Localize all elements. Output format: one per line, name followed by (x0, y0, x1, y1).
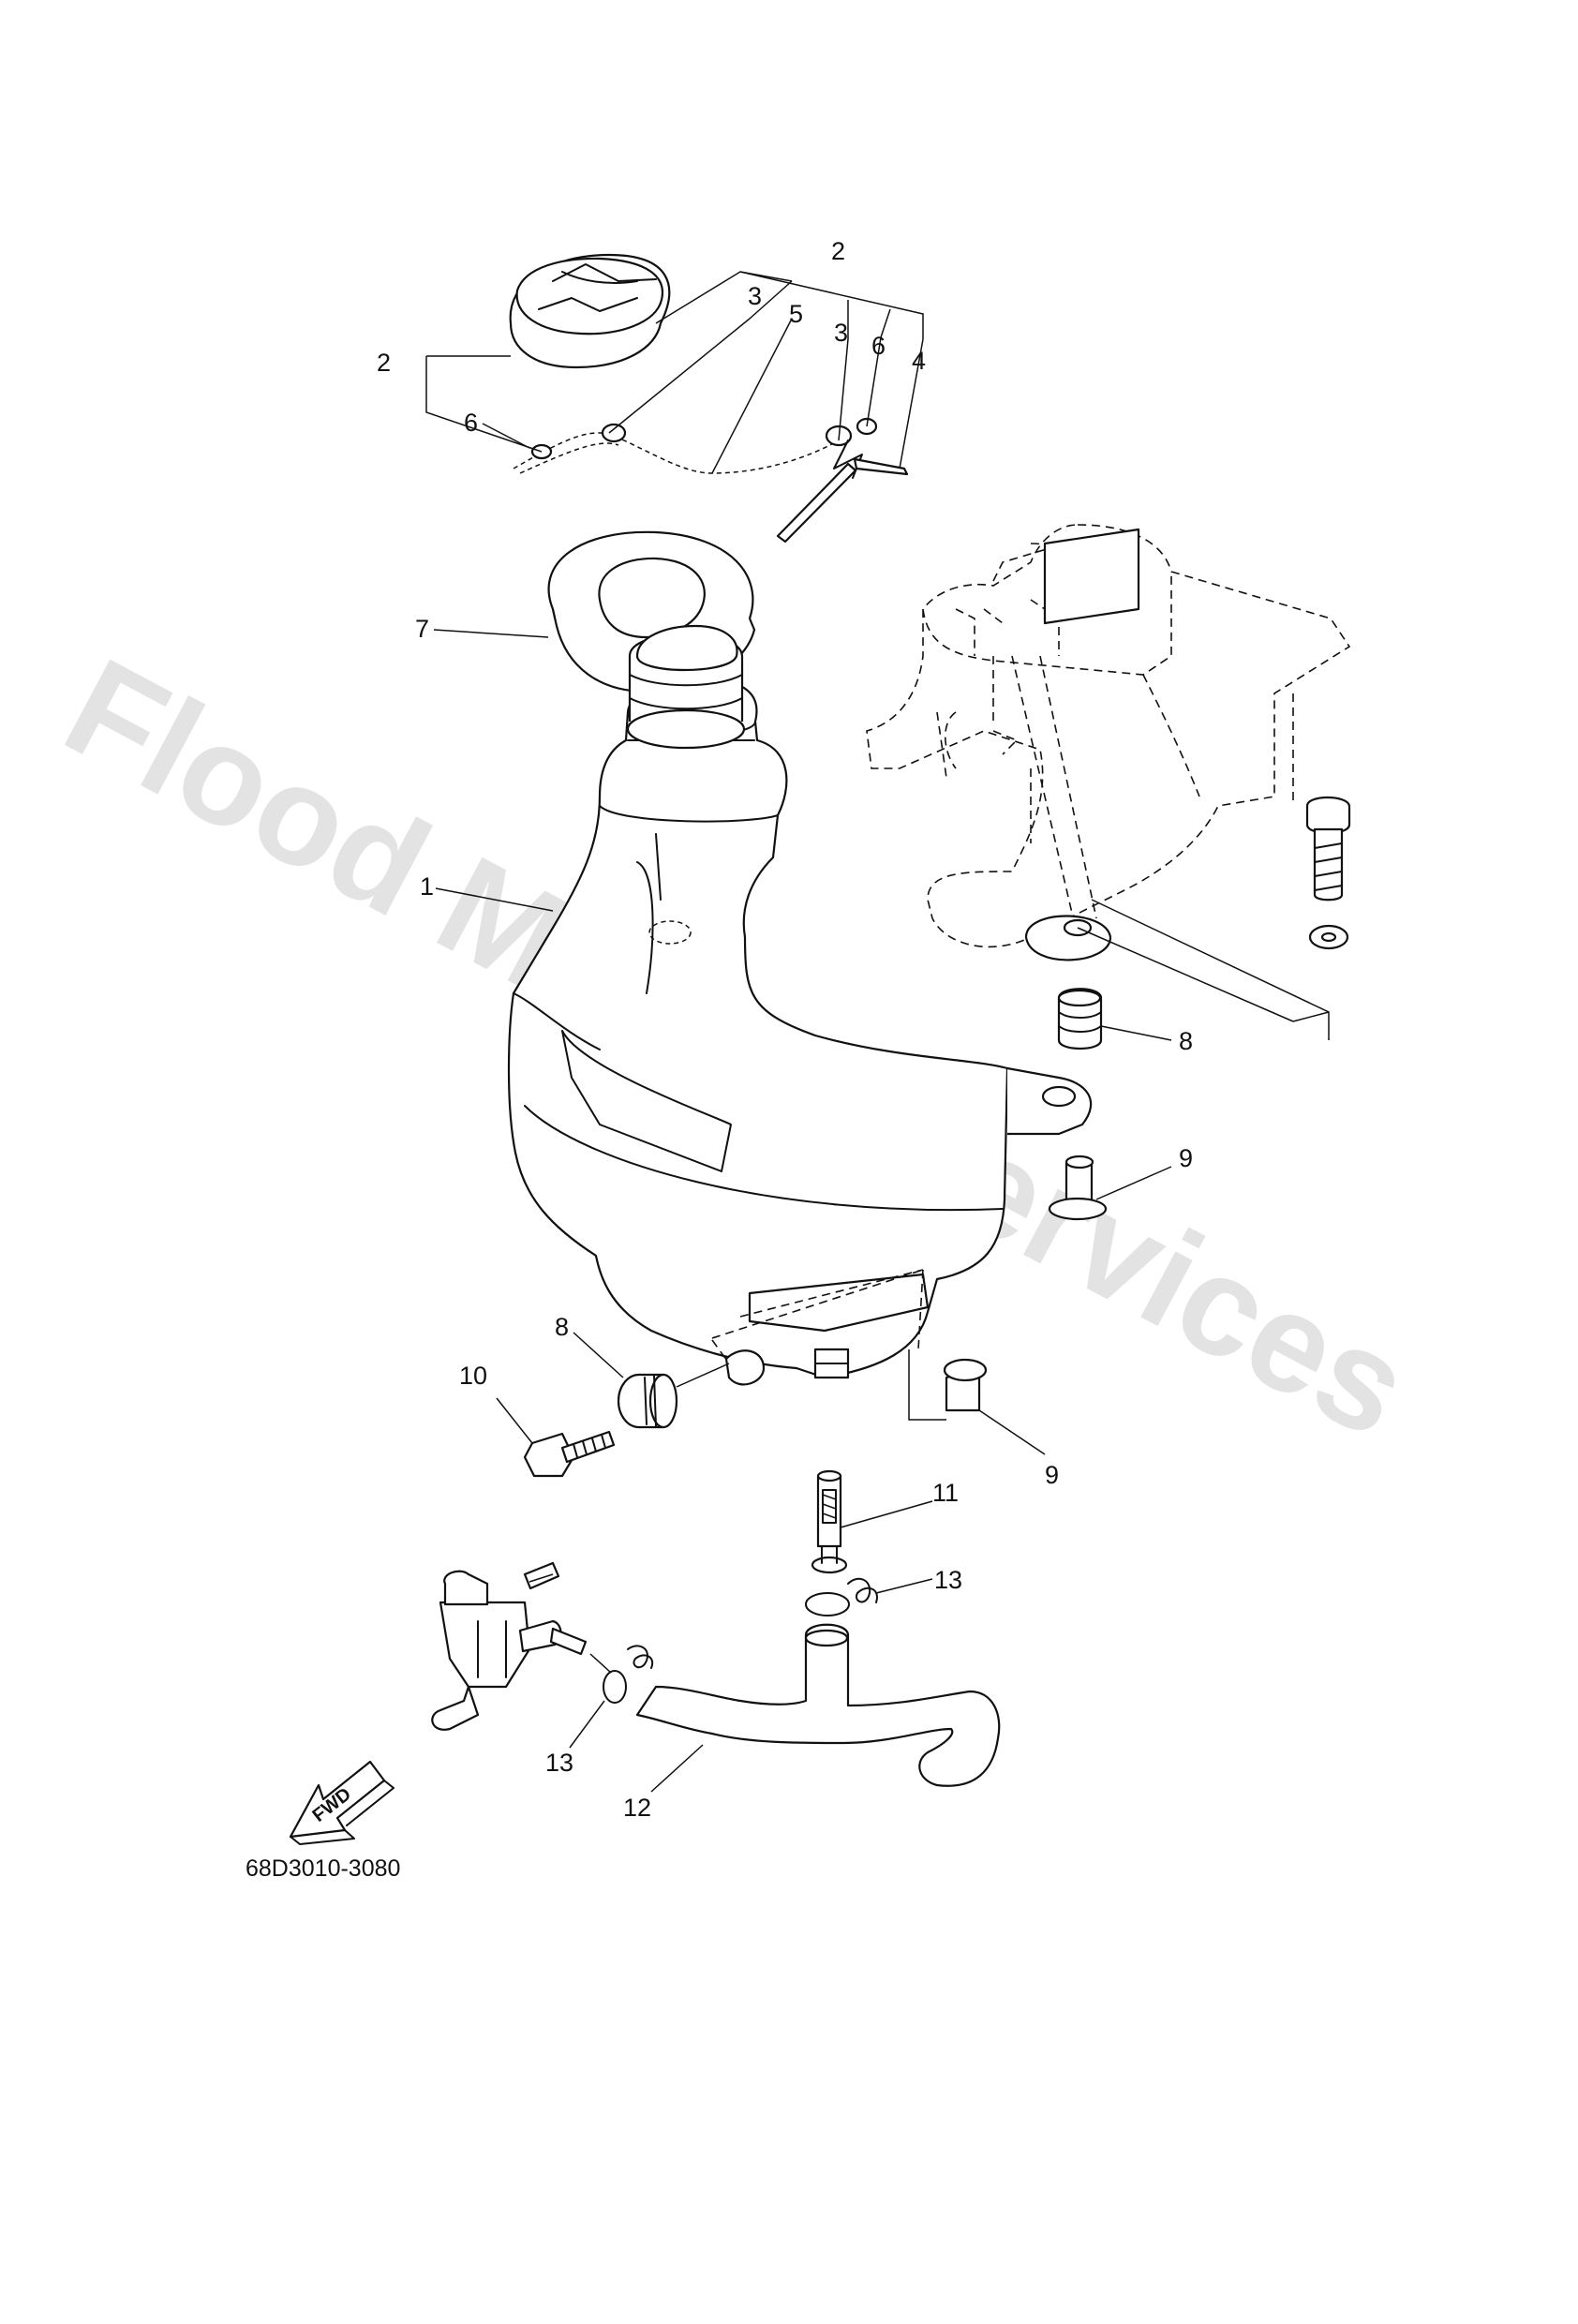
grommet-left (573, 1332, 730, 1429)
callout-clip-upper: 13 (934, 1566, 962, 1594)
callout-labels: 1 2 2 3 5 3 6 4 6 7 8 9 8 9 10 11 13 13 … (377, 237, 1193, 1822)
bolt-left (496, 1397, 616, 1478)
fwd-arrow-icon: FWD (289, 1760, 394, 1845)
fuel-hose (635, 1623, 1001, 1793)
fuel-filter (811, 1469, 933, 1574)
callout-collar-left: 9 (1045, 1461, 1059, 1489)
engine-mount-bracket (866, 524, 1351, 961)
callout-clip-lower: 13 (545, 1749, 573, 1777)
callout-collar-right: 9 (1179, 1144, 1193, 1172)
callout-rivet: 4 (912, 347, 926, 375)
collar-right (1048, 1155, 1172, 1221)
reference-code: 68D3010-3080 (246, 1855, 400, 1882)
grommet-right (1057, 988, 1172, 1050)
mount-bolt-and-washer (1077, 797, 1351, 1040)
collar-left (908, 1349, 1046, 1455)
callout-gasket: 7 (415, 615, 429, 643)
callout-cord-clip-left: 3 (748, 282, 762, 310)
callout-grommet-left: 8 (555, 1313, 569, 1341)
callout-washer-top-right: 6 (871, 332, 886, 360)
fuel-cock (431, 1561, 588, 1731)
cap-group-leaders (425, 271, 924, 474)
hose-clip-lower (569, 1645, 654, 1749)
callout-cap-assy-left: 2 (377, 349, 391, 377)
callout-cord-clip-right: 3 (834, 319, 848, 347)
cap-cord-assembly (513, 417, 909, 544)
hose-clip-upper (805, 1577, 933, 1616)
callout-cap-assy-top: 2 (831, 237, 845, 265)
callout-filter: 11 (932, 1479, 959, 1507)
callout-grommet-right: 8 (1179, 1027, 1193, 1055)
callout-cord: 5 (789, 300, 803, 328)
callout-hose: 12 (623, 1794, 651, 1822)
callout-bolt: 10 (459, 1362, 487, 1390)
callout-washer-left: 6 (464, 409, 478, 437)
fuel-tank (507, 624, 1093, 1386)
fuel-cap (509, 253, 671, 369)
callout-tank: 1 (420, 872, 434, 901)
